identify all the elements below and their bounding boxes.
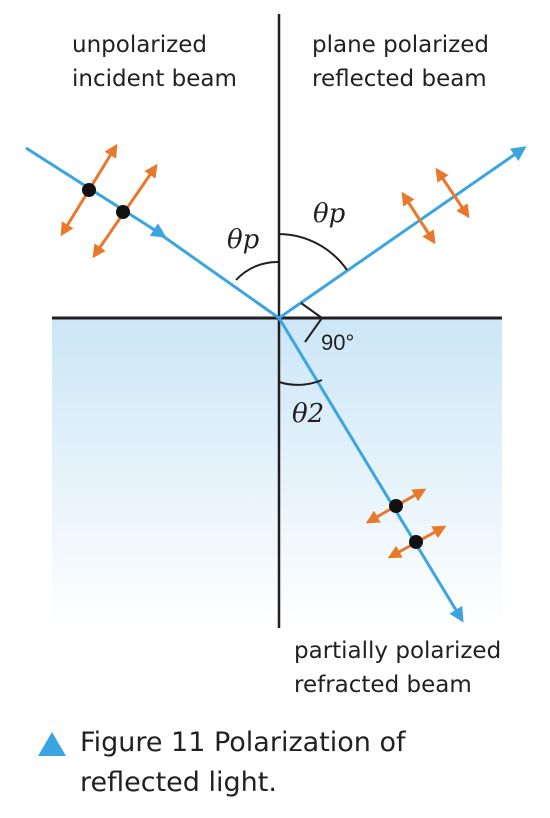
theta-p-right-arc: [278, 233, 348, 271]
reflected-beam-label: plane polarized reflected beam: [312, 28, 489, 96]
refracted-beam: [277, 317, 464, 623]
theta-2-arc: [278, 379, 323, 386]
refracted-polarization-dot-1: [389, 499, 403, 513]
theta-2-label: θ2: [292, 399, 324, 429]
incident-polarization-dot-2: [116, 205, 130, 219]
reflected-polarization-arrow-1: [401, 191, 436, 245]
figure-caption-text: Figure 11 Polarization of reflected ligh…: [80, 727, 406, 798]
incident-beam-segment: [149, 225, 280, 320]
incident-beam-label-line-1: unpolarized: [72, 32, 207, 58]
incident-beam-label-line-2: incident beam: [72, 66, 237, 92]
refracted-polarization-dot-2: [409, 535, 423, 549]
water-region: [52, 318, 502, 626]
refracted-beam-label: partially polarized refracted beam: [294, 634, 501, 702]
refracted-beam-label-line-2: refracted beam: [294, 672, 472, 698]
theta-p-right-label: θp: [313, 199, 346, 229]
theta-p-left-label: θp: [227, 225, 260, 255]
reflected-beam-label-line-1: plane polarized: [312, 32, 489, 58]
reflected-polarization-arrow-2: [435, 167, 470, 219]
theta-p-left-arc: [235, 260, 280, 281]
reflected-beam-label-line-2: reflected beam: [312, 66, 487, 92]
right-angle-label: 90°: [321, 330, 354, 355]
reflected-beam: [278, 146, 527, 320]
triangle-icon: [38, 732, 66, 756]
incident-beam-label: unpolarized incident beam: [72, 28, 237, 96]
right-angle-marker: [300, 302, 324, 343]
figure-caption: Figure 11 Polarization of reflected ligh…: [38, 723, 528, 803]
incident-polarization-dot-1: [82, 183, 96, 197]
refracted-beam-label-line-1: partially polarized: [294, 638, 502, 664]
